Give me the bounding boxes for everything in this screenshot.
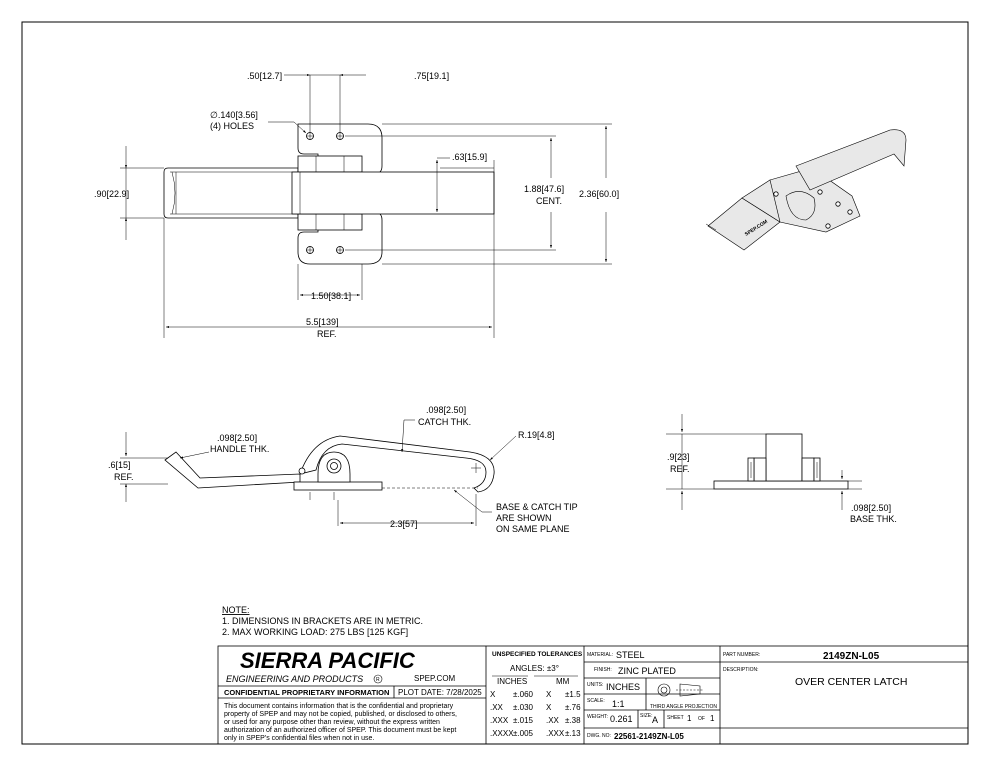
confidential-line-1: This document contains information that … — [224, 703, 454, 710]
sheet-value: 1 — [687, 714, 692, 723]
confidential-line-3: or used for any purpose other than revie… — [224, 719, 440, 726]
svg-text:±.76: ±.76 — [565, 703, 581, 712]
tip-note-2: ARE SHOWN — [496, 513, 552, 523]
dim-base-thk: .098[2.50] — [851, 503, 891, 513]
confidential-line-5: only in SPEP's confidential files when n… — [224, 735, 374, 742]
scale-value: 1:1 — [612, 699, 625, 709]
sheet-border — [21, 21, 969, 745]
finish-value: ZINC PLATED — [618, 666, 676, 676]
svg-text:±.015: ±.015 — [513, 716, 534, 725]
dim-150: 1.50[38.1] — [311, 291, 351, 301]
part-number-label: PART NUMBER: — [723, 652, 760, 658]
projection-label: THIRD ANGLE PROJECTION — [650, 704, 717, 710]
holes-label: (4) HOLES — [210, 121, 254, 131]
part-number: 2149ZN-L05 — [823, 651, 880, 662]
weight-value: 0.261 — [610, 714, 633, 724]
company-name: SIERRA PACIFIC — [240, 648, 416, 673]
confidential-line-2: property of SPEP and may not be copied, … — [224, 711, 457, 718]
dwg-label: DWG. NO: — [587, 733, 611, 739]
size-label: SIZE: — [640, 713, 653, 719]
tip-note-3: ON SAME PLANE — [496, 524, 570, 534]
ref-label-side: REF. — [114, 472, 134, 482]
dim-063: .63[15.9] — [452, 152, 487, 162]
side-view — [120, 419, 517, 526]
weight-label: WEIGHT: — [587, 714, 608, 720]
svg-text:±.38: ±.38 — [565, 716, 581, 725]
dim-075: .75[19.1] — [414, 71, 449, 81]
tip-note-1: BASE & CATCH TIP — [496, 502, 578, 512]
svg-text:±.005: ±.005 — [513, 729, 534, 738]
ref-label-top: REF. — [317, 329, 337, 339]
units-value: INCHES — [606, 682, 640, 692]
dim-090: .90[22.9] — [94, 189, 129, 199]
company-sub: ENGINEERING AND PRODUCTS — [226, 674, 363, 684]
confidential-title: CONFIDENTIAL PROPRIETARY INFORMATION — [224, 688, 389, 697]
notes-heading: NOTE: — [222, 605, 250, 615]
base-thk-label: BASE THK. — [850, 514, 897, 524]
svg-text:±.030: ±.030 — [513, 703, 534, 712]
dim-236: 2.36[60.0] — [579, 189, 619, 199]
dim-catch-thk: .098[2.50] — [426, 405, 466, 415]
svg-text:±.13: ±.13 — [565, 729, 581, 738]
handle-thk-label: HANDLE THK. — [210, 444, 269, 454]
dim-55: 5.5[139] — [306, 317, 339, 327]
tolerances-inches-head: INCHES — [497, 677, 527, 686]
dim-height-end: .9[23] — [667, 452, 690, 462]
tolerances-mm-head: MM — [556, 677, 570, 686]
svg-text:.XX: .XX — [546, 716, 560, 725]
svg-text:.XXXX: .XXXX — [490, 729, 514, 738]
units-label: UNITS: — [587, 682, 603, 688]
scale-label: SCALE: — [587, 698, 605, 704]
size-value: A — [652, 715, 658, 725]
iso-view — [705, 129, 907, 251]
svg-text:±1.5: ±1.5 — [565, 690, 581, 699]
dim-188: 1.88[47.6] — [524, 184, 564, 194]
note-2: 2. MAX WORKING LOAD: 275 LBS [125 KGF] — [222, 627, 408, 637]
top-view — [120, 73, 612, 338]
cent-label: CENT. — [536, 196, 562, 206]
svg-text:X: X — [490, 690, 496, 699]
third-angle-symbol — [657, 683, 704, 697]
tolerances-angles: ANGLES: ±3° — [510, 664, 559, 673]
registered-letter: R — [376, 677, 380, 683]
dim-hole-dia: ∅.140[3.56] — [210, 110, 258, 120]
svg-text:.XX: .XX — [490, 703, 504, 712]
dwg-number: 22561-2149ZN-L05 — [614, 732, 684, 741]
dim-height-side: .6[15] — [108, 460, 131, 470]
material-value: STEEL — [616, 650, 645, 660]
confidential-line-4: authorization of an authorized officer o… — [224, 727, 456, 734]
svg-text:X: X — [546, 690, 552, 699]
dim-radius: R.19[4.8] — [518, 430, 555, 440]
catch-thk-label: CATCH THK. — [418, 417, 471, 427]
dim-handle-thk: .098[2.50] — [217, 433, 257, 443]
material-label: MATERIAL: — [587, 652, 613, 658]
tolerances-title: UNSPECIFIED TOLERANCES — [492, 651, 583, 658]
sheet-total: 1 — [710, 714, 715, 723]
of-label: OF — [698, 716, 705, 722]
note-1: 1. DIMENSIONS IN BRACKETS ARE IN METRIC. — [222, 616, 423, 626]
finish-label: FINISH: — [594, 667, 612, 673]
dim-050: .50[12.7] — [247, 71, 282, 81]
svg-text:.XXX: .XXX — [490, 716, 509, 725]
svg-text:X: X — [546, 703, 552, 712]
ref-label-end: REF. — [670, 464, 690, 474]
svg-text:.XXX: .XXX — [546, 729, 565, 738]
website: SPEP.COM — [414, 674, 456, 683]
end-view — [666, 414, 862, 510]
dim-reach: 2.3[57] — [390, 519, 418, 529]
sheet-label: SHEET — [667, 715, 684, 721]
description: OVER CENTER LATCH — [795, 676, 907, 688]
svg-text:±.060: ±.060 — [513, 690, 534, 699]
registered-mark — [373, 674, 383, 684]
plot-date: PLOT DATE: 7/28/2025 — [398, 688, 482, 697]
tolerances-table: X ±.060 X ±1.5 .XX ±.030 X ±.76 .XXX ±.0… — [490, 690, 581, 738]
description-label: DESCRIPTION: — [723, 667, 759, 673]
